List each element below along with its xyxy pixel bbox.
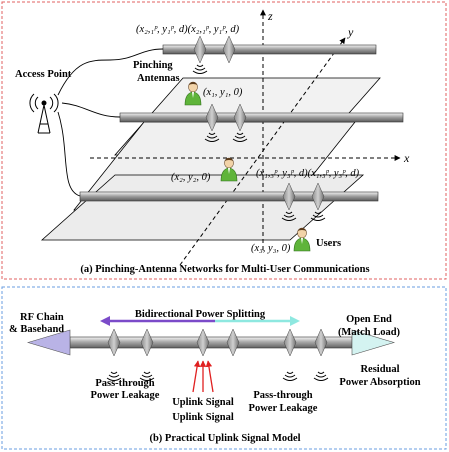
antenna-1b <box>222 35 236 64</box>
users-label: Users <box>316 238 341 249</box>
left-power-arrowhead <box>100 316 110 326</box>
uplink-arrows <box>192 360 214 393</box>
bidirectional-label: Bidirectional Power Splitting <box>135 309 266 320</box>
pinching-label-line1: Pinching <box>133 60 173 71</box>
pinching-antennas <box>193 35 325 211</box>
antenna-2b <box>233 103 247 132</box>
rf-chain-cone <box>26 329 71 356</box>
plane-bottom <box>40 174 365 241</box>
antenna-1a <box>193 35 207 64</box>
open-end-label-1: Open End <box>346 314 392 325</box>
access-point-label: Access Point <box>15 69 72 80</box>
open-end-cone <box>351 329 396 356</box>
uplink-label-2: Uplink Signal <box>172 412 234 423</box>
axis-y <box>179 37 346 266</box>
passthrough-right-2: Power Leakage <box>249 403 318 414</box>
panel-b-caption: (b) Practical Uplink Signal Model <box>149 433 300 444</box>
uplink-label-1: Uplink Signal <box>172 397 234 408</box>
access-point-icon <box>29 93 59 134</box>
pinching-label-line2: Antennas <box>137 73 180 84</box>
passthrough-right-1: Pass-through <box>253 390 312 401</box>
right-power-arrowhead <box>290 316 300 326</box>
open-end-label-2: (Match Load) <box>338 327 401 338</box>
rf-chain-label-1: RF Chain <box>20 312 64 323</box>
axis-y-label: y <box>347 25 354 39</box>
coord-top-label: (x₂,₁ᵖ, y₁ᵖ, d)(x₂,₁ᵖ, y₁ᵖ, d) <box>136 24 240 35</box>
passthrough-left-2: Power Leakage <box>91 390 160 401</box>
coord-right-label: (x₁,₃ᵖ, y₃ᵖ, d)(x₁,₃ᵖ, y₃ᵖ, d) <box>256 168 360 179</box>
panel-a-border <box>1 1 447 280</box>
rf-chain-label-2: & Baseband <box>9 324 64 335</box>
pinching-antennas-b <box>107 328 328 357</box>
residual-label-2: Power Absorption <box>339 377 420 388</box>
axis-z-label: z <box>267 9 273 23</box>
axis-x-label: x <box>403 151 410 165</box>
panel-b-border <box>1 286 447 450</box>
antenna-3b <box>311 182 325 211</box>
user-2-coord: (x₂, y₂, 0) <box>171 172 211 183</box>
passthrough-left-1: Pass-through <box>95 378 154 389</box>
user-3-coord: (x₃, y₃, 0) <box>251 243 291 254</box>
antenna-2a <box>205 103 219 132</box>
user-1-coord: (x₁, y₁, 0) <box>203 87 243 98</box>
waveguide-2 <box>119 112 404 123</box>
waveguide-1 <box>162 44 377 55</box>
antenna-3a <box>282 182 296 211</box>
feed-lines <box>57 48 164 197</box>
waveguide-3 <box>79 191 379 202</box>
panel-a-caption: (a) Pinching-Antenna Networks for Multi-… <box>80 264 369 275</box>
residual-label-1: Residual <box>360 364 399 375</box>
